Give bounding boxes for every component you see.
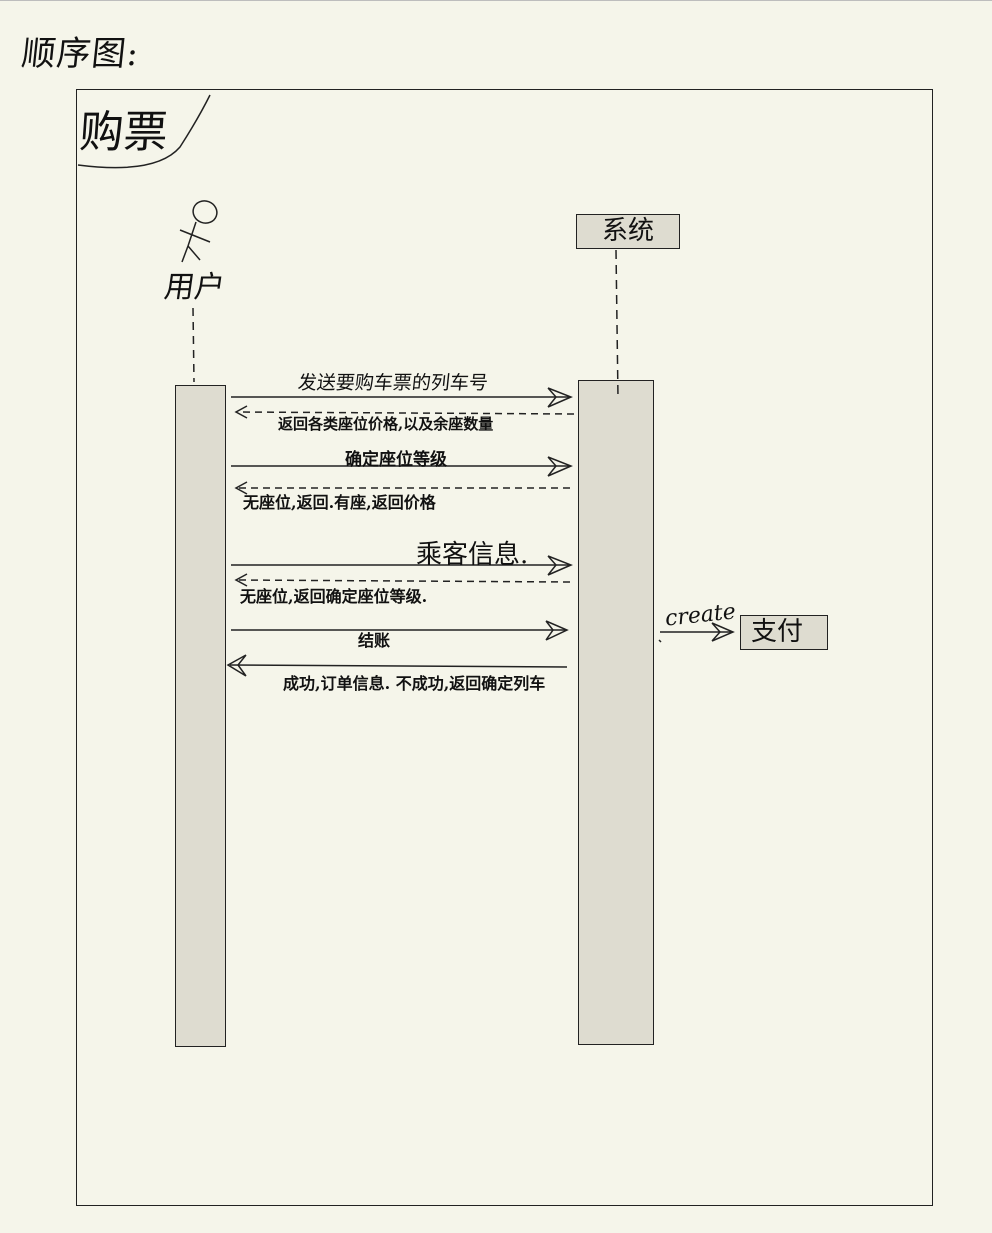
frame-label-corner <box>77 94 211 169</box>
system-activation-bar <box>578 380 654 1045</box>
message-arrow-5 <box>231 555 573 576</box>
message-arrow-1 <box>231 387 573 408</box>
system-participant-label: 系统 <box>601 216 654 246</box>
message-label-7: 结账 <box>358 631 391 650</box>
message-arrow-7 <box>231 620 569 641</box>
payment-participant-box: 支付 <box>740 615 828 650</box>
message-arrow-4 <box>234 481 570 495</box>
message-arrow-8 <box>226 654 568 677</box>
message-arrow-3 <box>231 456 573 477</box>
system-participant-box: 系统 <box>576 214 680 249</box>
sequence-frame <box>76 89 933 1206</box>
actor-stick-figure-icon <box>179 200 218 263</box>
message-label-4: 无座位,返回.有座,返回价格 <box>243 493 436 512</box>
top-border-line <box>0 0 992 1</box>
message-label-6: 无座位,返回确定座位等级. <box>240 587 428 606</box>
message-label-5: 乘客信息. <box>416 540 529 570</box>
message-label-3: 确定座位等级 <box>345 450 447 470</box>
message-label-2: 返回各类座位价格,以及余座数量 <box>278 415 494 433</box>
user-activation-bar <box>175 385 226 1047</box>
user-lifeline <box>192 307 195 383</box>
message-label-8: 成功,订单信息. 不成功,返回确定列车 <box>283 674 546 693</box>
system-lifeline <box>615 249 619 399</box>
message-label-1: 发送要购车票的列车号 <box>296 372 490 394</box>
message-arrow-6 <box>234 573 571 587</box>
payment-participant-label: 支付 <box>751 617 804 647</box>
message-arrow-2 <box>234 405 575 419</box>
create-arrow <box>658 622 735 643</box>
